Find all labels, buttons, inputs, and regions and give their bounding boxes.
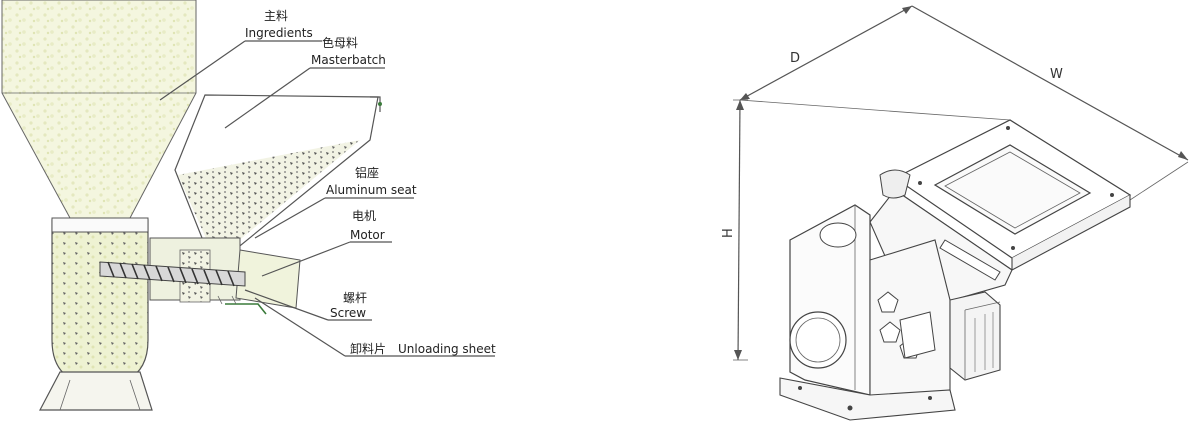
- dimension-depth-label: D: [790, 51, 800, 66]
- base-stand: [39, 371, 153, 411]
- ingredients-hopper: [1, 0, 197, 219]
- label-motor-cn: 电机: [352, 209, 376, 223]
- drive-motor: [949, 291, 1001, 381]
- dimension-width-label: W: [1050, 67, 1063, 82]
- label-aluminum-seat-en: Aluminum seat: [326, 183, 417, 197]
- unloading-sheet: [225, 303, 267, 315]
- dimension-lines: [733, 5, 1189, 361]
- leader-lines: [159, 40, 495, 357]
- label-masterbatch-en: Masterbatch: [311, 53, 386, 67]
- motor-box: [235, 249, 301, 309]
- label-screw-cn: 螺杆: [343, 291, 367, 305]
- label-screw-en: Screw: [330, 306, 366, 320]
- base-flange: [779, 377, 956, 421]
- label-ingredients-en: Ingredients: [245, 26, 313, 40]
- label-unloading-en: Unloading sheet: [398, 342, 496, 356]
- mixing-chamber: [51, 219, 149, 386]
- label-ingredients-cn: 主料: [264, 9, 288, 23]
- screw-shaft: [99, 261, 246, 287]
- left-machine-cutaway: [1, 0, 382, 411]
- dimension-height-label: H: [721, 228, 736, 238]
- label-masterbatch-cn: 色母料: [322, 36, 358, 50]
- label-aluminum-seat-cn: 铝座: [355, 165, 379, 180]
- part-labels: 主料 Ingredients 色母料 Masterbatch 铝座 Alumin…: [245, 9, 496, 356]
- label-motor-en: Motor: [350, 228, 385, 242]
- top-opening: [933, 144, 1092, 235]
- right-isometric-drawing: D W H: [721, 5, 1189, 421]
- label-unloading-cn: 卸料片: [350, 341, 386, 356]
